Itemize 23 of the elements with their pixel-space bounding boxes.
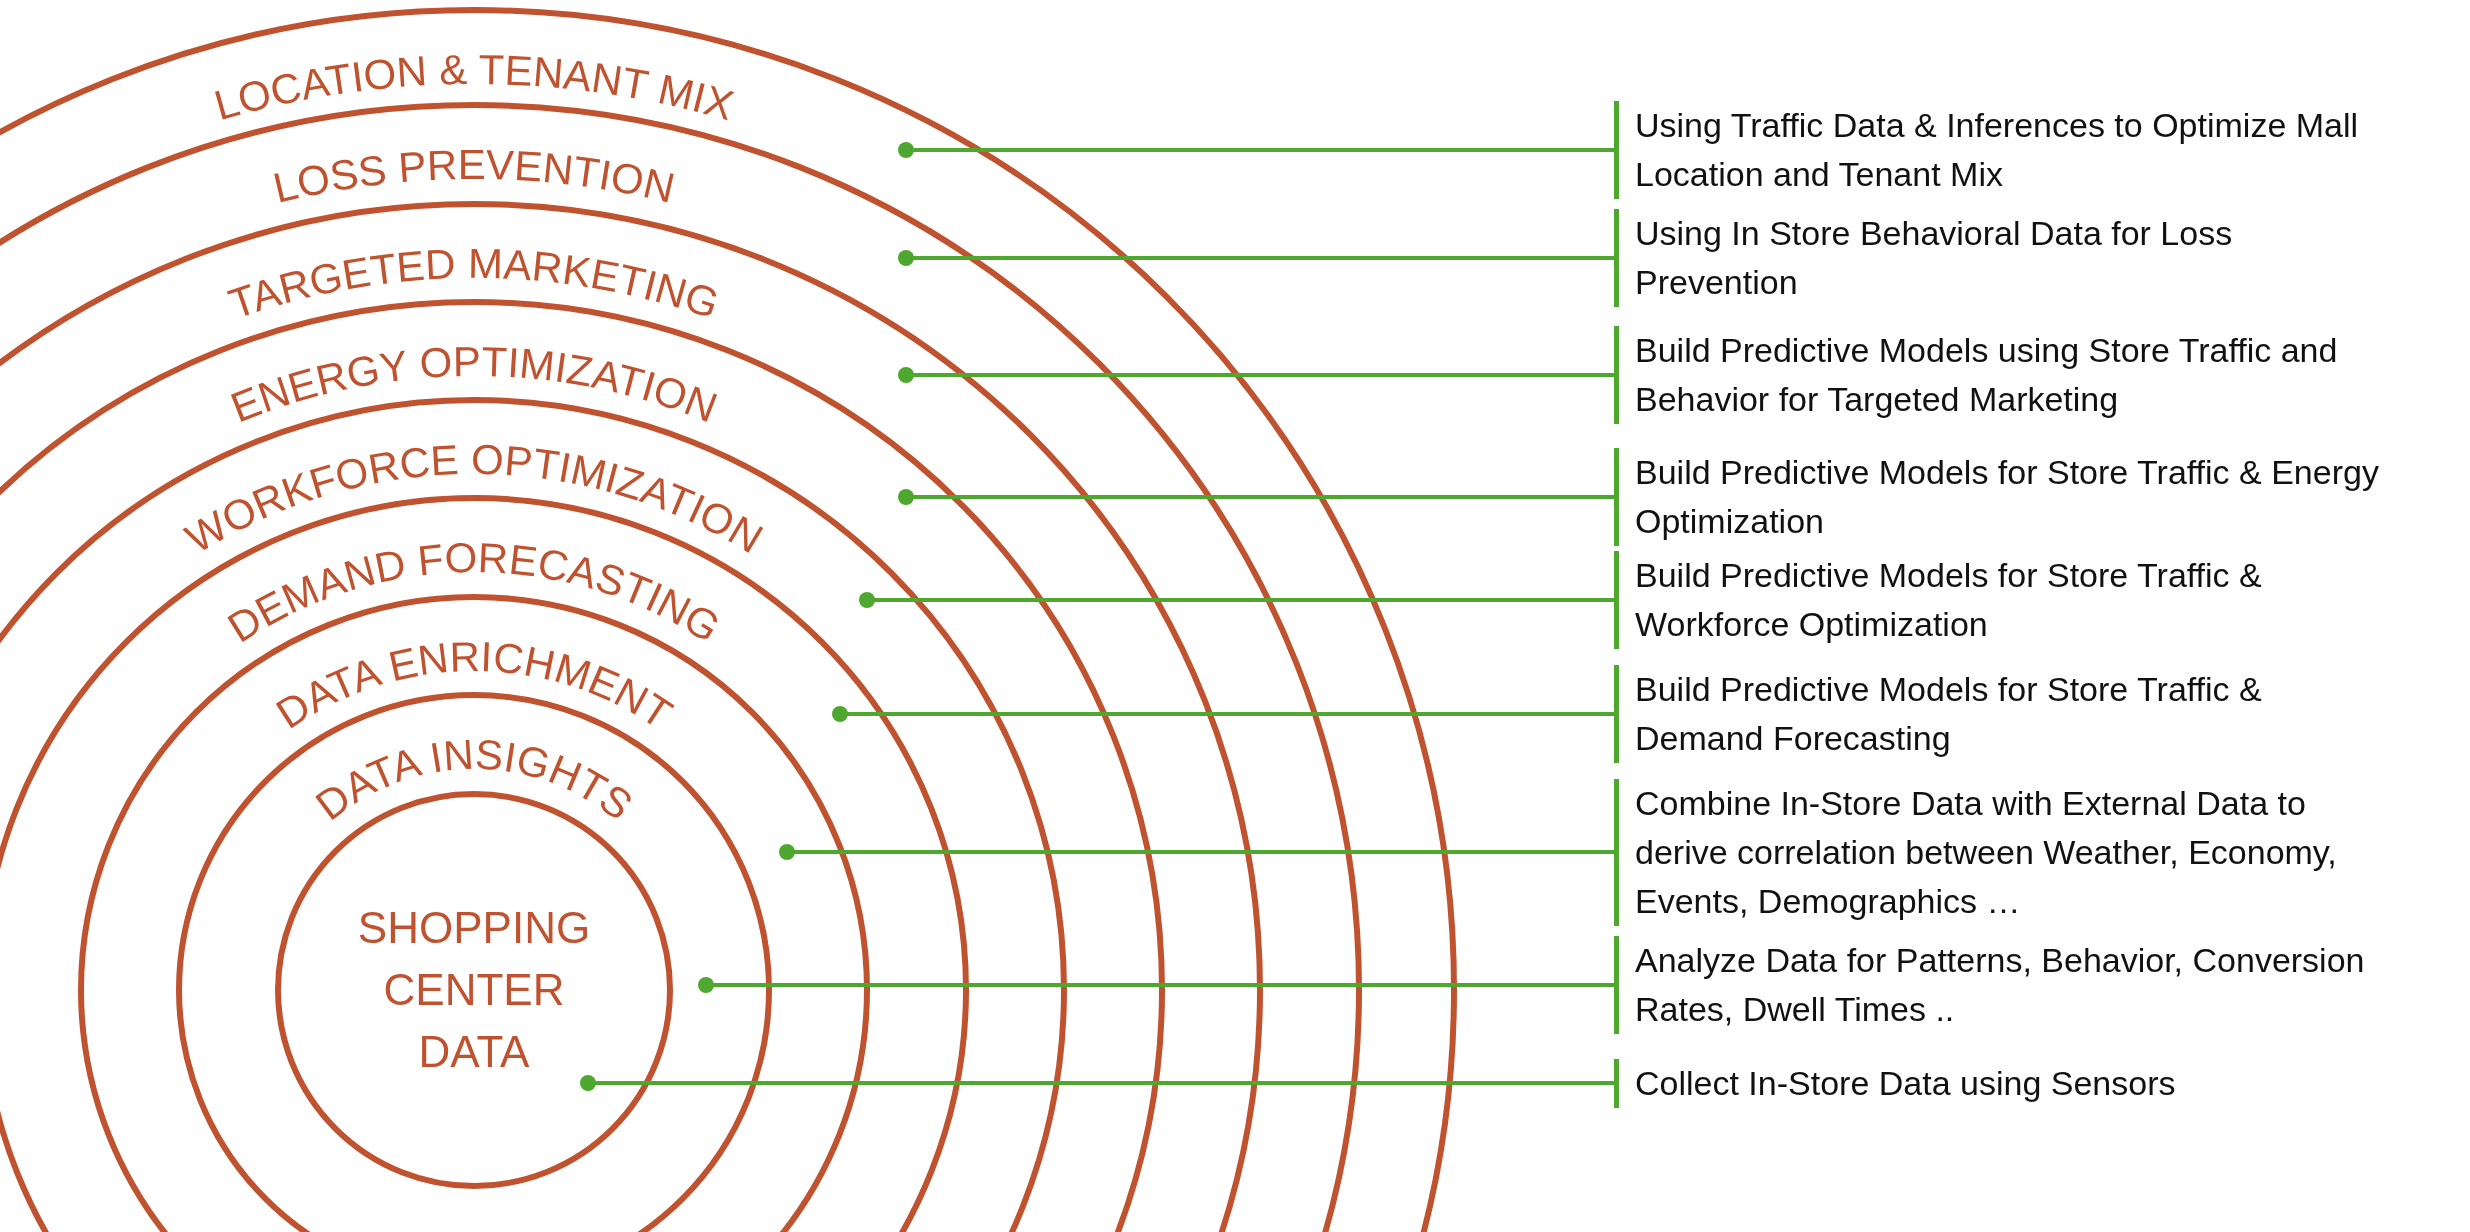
leader-line xyxy=(698,977,1614,993)
leader-line xyxy=(898,367,1614,383)
leader-line xyxy=(859,592,1614,608)
description-text: Build Predictive Models for Store Traffic & Demand Forecasting xyxy=(1614,665,2395,763)
description-text: Collect In-Store Data using Sensors xyxy=(1614,1058,2395,1108)
center-label: SHOPPING CENTER DATA xyxy=(356,902,592,1078)
leader-line xyxy=(898,250,1614,266)
description-text: Combine In-Store Data with External Data to derive correlation between Weather, Economy, Events, Demographics … xyxy=(1614,778,2395,926)
description-text: Using In Store Behavioral Data for Loss Prevention xyxy=(1614,209,2395,307)
leader-line xyxy=(898,489,1614,505)
description-text: Build Predictive Models using Store Traffic and Behavior for Targeted Marketing xyxy=(1614,326,2395,424)
leader-line xyxy=(779,844,1614,860)
leader-line xyxy=(832,706,1614,722)
description-text: Analyze Data for Patterns, Behavior, Conversion Rates, Dwell Times .. xyxy=(1614,936,2395,1034)
description-text: Using Traffic Data & Inferences to Optimize Mall Location and Tenant Mix xyxy=(1614,101,2395,199)
ring-label: LOCATION & TENANT MIX xyxy=(209,45,739,130)
ring-label: LOSS PREVENTION xyxy=(268,140,679,212)
description-text: Build Predictive Models for Store Traffic & Energy Optimization xyxy=(1614,448,2395,546)
leader-line xyxy=(580,1075,1614,1091)
ring-label: TARGETED MARKETING xyxy=(223,239,725,328)
ring-band xyxy=(0,201,1263,1232)
leader-line xyxy=(898,142,1614,158)
description-text: Build Predictive Models for Store Traffic & Workforce Optimization xyxy=(1614,551,2395,649)
